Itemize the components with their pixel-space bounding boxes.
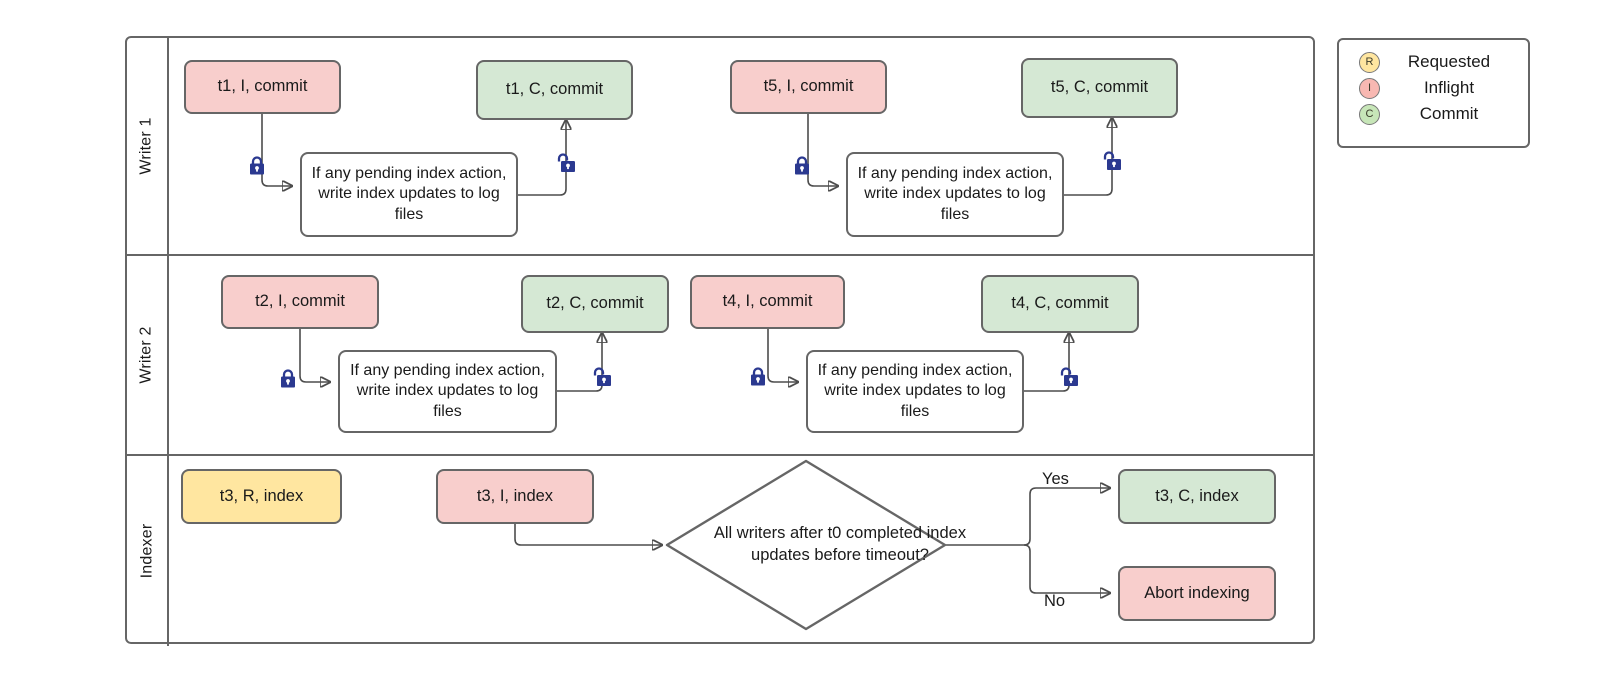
legend-badge-inflight-icon: I <box>1359 77 1380 99</box>
edge-label-no: No <box>1044 592 1066 610</box>
lane-label-writer-2: Writer 2 <box>138 326 155 384</box>
legend-row-inflight: I Inflight <box>1339 75 1528 101</box>
node-t1-inflight[interactable]: t1, I, commit <box>184 60 341 114</box>
decision-diamond[interactable]: All writers after t0 completed index upd… <box>664 458 966 632</box>
node-writer2-process-1[interactable]: If any pending index action, write index… <box>338 350 557 433</box>
lock-open-icon <box>1102 150 1122 172</box>
lane-header-writer-1: Writer 1 <box>127 38 169 254</box>
node-writer1-process-2[interactable]: If any pending index action, write index… <box>846 152 1064 237</box>
node-t3-commit[interactable]: t3, C, index <box>1118 469 1276 524</box>
lock-closed-icon <box>247 155 267 177</box>
lock-open-icon <box>1059 366 1079 388</box>
node-writer1-process-1[interactable]: If any pending index action, write index… <box>300 152 518 237</box>
legend-label-inflight: Inflight <box>1423 78 1475 97</box>
lane-header-indexer: Indexer <box>127 456 169 646</box>
lane-label-indexer: Indexer <box>138 523 155 579</box>
legend-label-requested: Requested <box>1407 52 1491 71</box>
node-abort-indexing[interactable]: Abort indexing <box>1118 566 1276 621</box>
node-t4-inflight[interactable]: t4, I, commit <box>690 275 845 329</box>
lock-open-icon <box>556 152 576 174</box>
node-t2-commit[interactable]: t2, C, commit <box>521 275 669 333</box>
node-t5-inflight[interactable]: t5, I, commit <box>730 60 887 114</box>
lock-open-icon <box>592 366 612 388</box>
legend-badge-requested-icon: R <box>1359 51 1380 73</box>
node-t5-commit[interactable]: t5, C, commit <box>1021 58 1178 118</box>
node-t3-requested[interactable]: t3, R, index <box>181 469 342 524</box>
legend-row-requested: R Requested <box>1339 49 1528 75</box>
node-t4-commit[interactable]: t4, C, commit <box>981 275 1139 333</box>
node-t2-inflight[interactable]: t2, I, commit <box>221 275 379 329</box>
lane-indexer: Indexer <box>127 454 1313 646</box>
lock-closed-icon <box>792 155 812 177</box>
node-t1-commit[interactable]: t1, C, commit <box>476 60 633 120</box>
lock-closed-icon <box>278 368 298 390</box>
legend-row-commit: C Commit <box>1339 101 1528 127</box>
lane-label-writer-1: Writer 1 <box>138 117 155 175</box>
legend-label-commit: Commit <box>1419 104 1479 123</box>
node-writer2-process-2[interactable]: If any pending index action, write index… <box>806 350 1024 433</box>
lane-writer-1: Writer 1 <box>127 38 1313 254</box>
lane-writer-2: Writer 2 <box>127 254 1313 454</box>
lane-header-writer-2: Writer 2 <box>127 256 169 454</box>
lock-closed-icon <box>748 366 768 388</box>
edge-label-yes: Yes <box>1042 470 1069 488</box>
legend-badge-commit-icon: C <box>1359 103 1380 125</box>
node-t3-inflight[interactable]: t3, I, index <box>436 469 594 524</box>
legend-panel: R Requested I Inflight C Commit <box>1337 38 1530 148</box>
